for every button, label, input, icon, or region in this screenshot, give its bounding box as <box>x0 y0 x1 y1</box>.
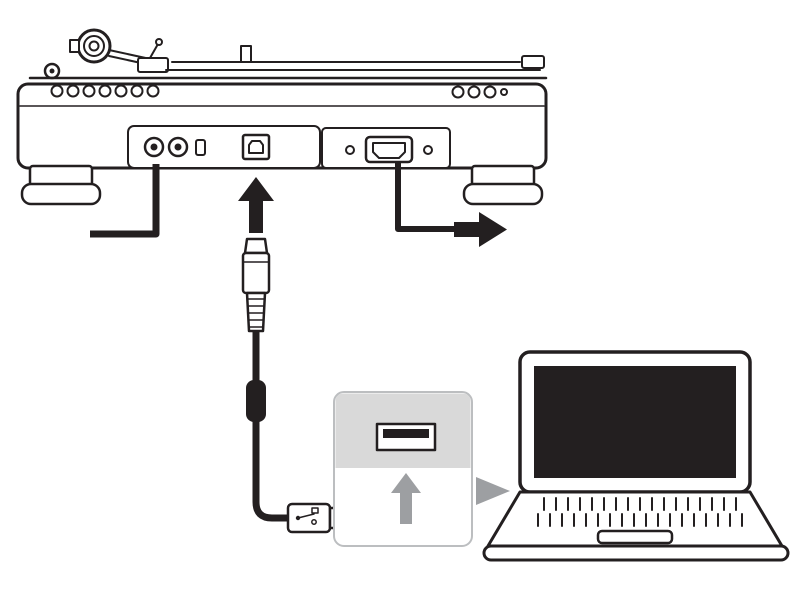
ac-inlet <box>364 135 414 164</box>
plug-tip <box>243 237 269 255</box>
audio-cable <box>90 164 160 238</box>
laptop-display <box>534 366 736 478</box>
laptop-front-edge <box>482 544 790 562</box>
inset-to-laptop-arrow <box>476 477 510 505</box>
inset-up-arrow <box>391 473 421 524</box>
laptop <box>482 350 790 562</box>
plug-body <box>241 251 271 295</box>
ground-switch <box>195 139 206 156</box>
usb-b-up-arrow <box>238 177 274 233</box>
top-screw-row-right <box>451 85 508 99</box>
keyboard-keys-row-1 <box>543 497 737 511</box>
power-cable <box>395 162 454 232</box>
usb-b-port <box>241 133 271 161</box>
rear-connection-panel <box>127 125 321 169</box>
screw-left <box>345 145 355 155</box>
usb-cable <box>252 331 288 522</box>
spindle <box>240 45 252 63</box>
top-screw-row-left <box>50 84 160 98</box>
inset-box-border <box>333 391 473 547</box>
usb-a-body <box>286 502 332 534</box>
turntable-rear-illustration <box>16 28 548 247</box>
screw-right <box>423 145 433 155</box>
keyboard-keys-row-2 <box>537 513 743 527</box>
tonearm-counterweight <box>43 28 169 80</box>
ferrite-bead <box>246 380 266 422</box>
power-panel <box>321 127 451 169</box>
touchpad <box>596 529 674 545</box>
platter-edge <box>28 55 548 80</box>
left-foot <box>20 164 102 206</box>
usb-logo <box>295 507 319 525</box>
right-foot <box>462 164 544 206</box>
usb-port-inset <box>333 391 473 547</box>
usb-b-plug <box>241 237 271 333</box>
usb-a-port-closeup <box>375 422 437 452</box>
plug-collar <box>245 291 267 333</box>
power-cable-right-arrow <box>454 212 507 247</box>
